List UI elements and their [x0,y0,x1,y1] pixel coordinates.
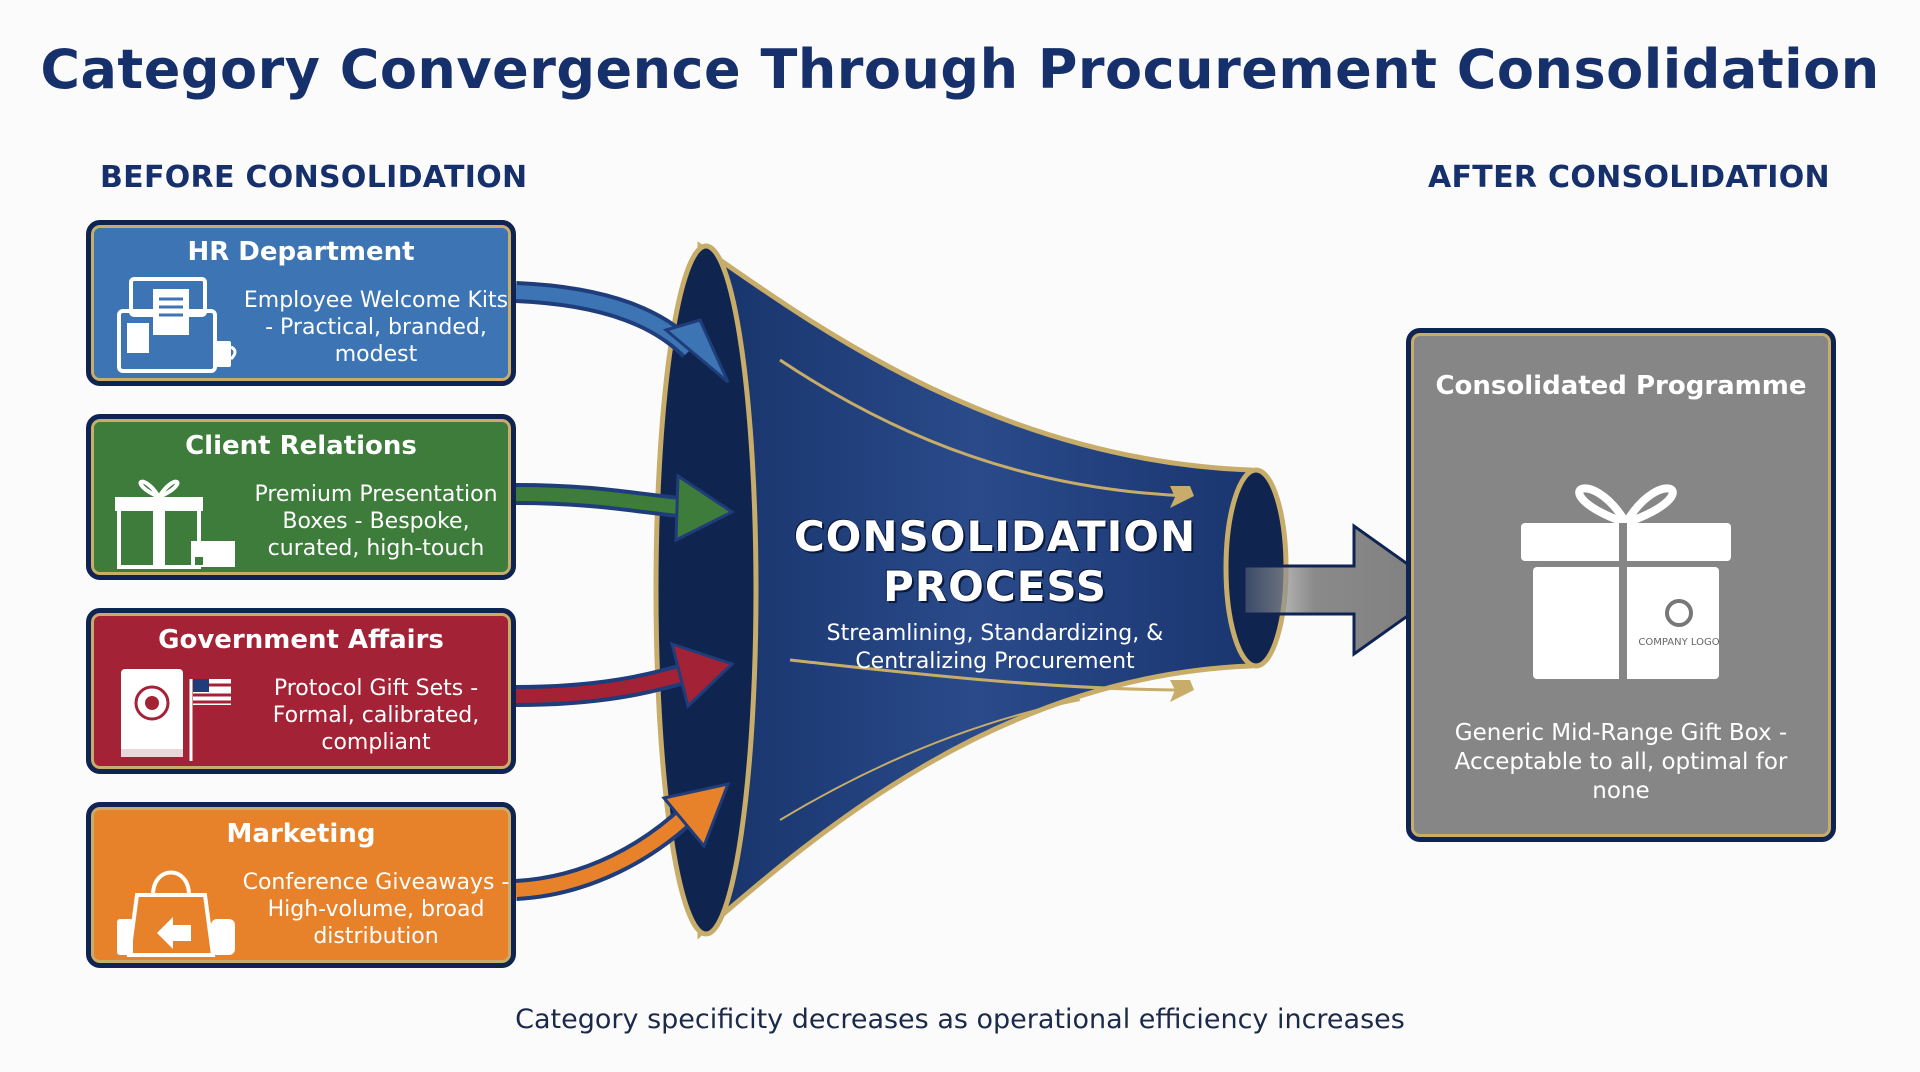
result-description: Generic Mid-Range Gift Box - Acceptable … [1454,720,1788,804]
tote-bag-icon [117,870,235,957]
dept-name: Marketing [226,819,376,849]
before-consolidation-label: BEFORE CONSOLIDATION [100,160,528,195]
footer-caption: Category specificity decreases as operat… [515,1004,1405,1035]
input-arrow-client [515,473,735,543]
dept-description: Employee Welcome Kits - Practical, brand… [243,288,509,367]
dept-name: Government Affairs [158,625,444,655]
dept-description: Conference Giveaways - High-volume, broa… [242,870,510,949]
input-arrow-hr [515,281,730,384]
dept-name: Client Relations [185,431,417,461]
company-logo-text: COMPANY LOGO [1638,637,1719,648]
process-title: CONSOLIDATION PROCESS [793,512,1197,611]
protocol-book-flag-icon [121,669,231,761]
dept-box-marketing: Marketing Conference Giveaways - High-vo… [86,802,516,968]
funnel-body [653,241,1289,940]
process-subtitle: Streamlining, Standardizing, & Centraliz… [826,621,1164,674]
dept-box-hr: HR Department Employee Welcome Kits - Pr… [86,220,516,386]
gift-box-icon [115,479,235,569]
output-arrow [1242,523,1447,657]
result-title: Consolidated Programme [1435,371,1807,401]
briefcase-kit-icon [117,277,237,373]
dept-box-client-relations: Client Relations Premium Presentation Bo… [86,414,516,580]
dept-name: HR Department [187,237,415,267]
gift-box-icon: COMPANY LOGO [1521,484,1731,679]
dept-description: Premium Presentation Boxes - Bespoke, cu… [254,482,498,561]
input-arrow-marketing [515,781,731,901]
page-title: Category Convergence Through Procurement… [40,38,1880,101]
after-consolidation-label: AFTER CONSOLIDATION [1428,160,1830,195]
dept-box-government-affairs: Government Affairs Protocol Gift Sets - … [86,608,516,774]
dept-description: Protocol Gift Sets - Formal, calibrated,… [272,676,480,755]
consolidated-programme-box: Consolidated Programme COMPANY LOGO Gene… [1406,328,1836,842]
input-arrow-gov [515,641,735,709]
